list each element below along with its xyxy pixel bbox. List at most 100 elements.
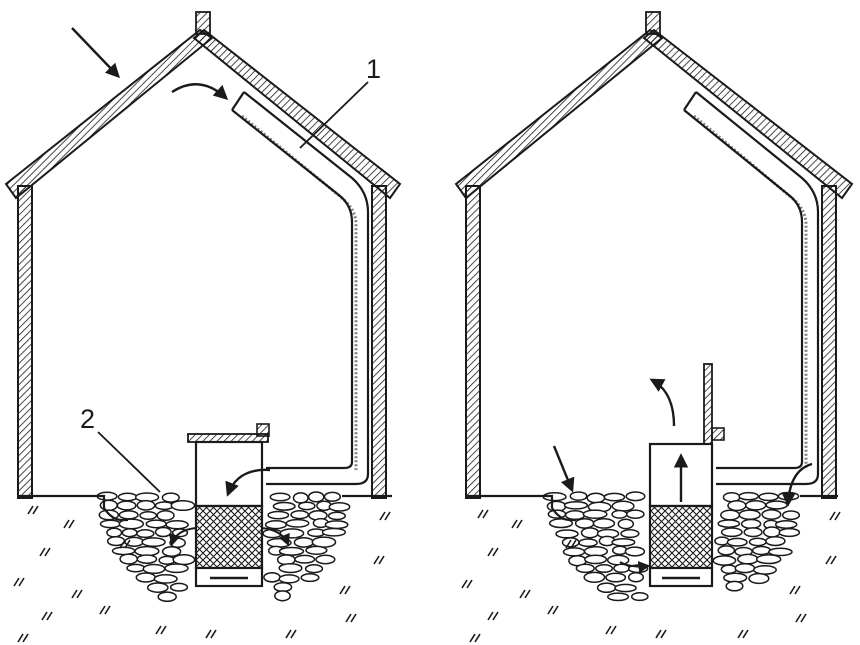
grass-stroke <box>830 555 837 565</box>
stone <box>584 554 608 565</box>
grass-stroke <box>477 509 484 519</box>
grass-stroke <box>825 555 832 565</box>
collector-duct-shading-right <box>693 114 808 470</box>
stone <box>311 536 337 548</box>
air-flow-arrow-top-exit <box>649 378 676 427</box>
grass-stroke <box>76 589 83 599</box>
stone <box>611 500 635 512</box>
stone <box>726 537 748 547</box>
stone <box>768 547 793 557</box>
stone <box>170 499 196 512</box>
grass-stroke <box>46 611 53 621</box>
stone <box>583 571 606 583</box>
grass-stroke <box>737 629 744 639</box>
stone <box>762 526 781 538</box>
stone <box>607 592 630 602</box>
grass-stroke <box>27 505 34 515</box>
collector-duct-top-cap-right <box>683 91 697 111</box>
stone <box>586 492 606 504</box>
stone <box>720 527 743 538</box>
stone <box>569 491 588 501</box>
stone <box>765 500 788 510</box>
grass-stroke <box>742 629 749 639</box>
roof-left-slope-right <box>454 28 664 200</box>
stone <box>141 537 166 548</box>
stone <box>324 520 349 530</box>
callout-label-1: 1 <box>366 54 381 84</box>
roof-right-slope-right <box>642 28 854 200</box>
stone <box>578 538 598 548</box>
stone <box>269 492 291 502</box>
stone <box>624 546 646 557</box>
stone-bed-left <box>96 491 351 603</box>
stone <box>119 553 139 565</box>
collector-duct-top-cap <box>231 91 245 111</box>
air-flow-arrow-right-down <box>781 462 813 507</box>
stone <box>753 564 777 575</box>
grass-stroke <box>68 519 75 529</box>
grass-stroke <box>461 579 468 589</box>
stone <box>136 529 155 539</box>
stone <box>592 518 616 529</box>
grass-stroke <box>41 611 48 621</box>
stone <box>727 499 747 512</box>
grass-stroke <box>789 585 796 595</box>
stone <box>169 582 189 592</box>
grass-stroke <box>339 585 346 595</box>
grass-stroke <box>373 555 380 565</box>
stone <box>126 563 146 573</box>
grass-stroke <box>524 589 531 599</box>
stone <box>614 583 637 593</box>
grass-stroke <box>795 613 802 623</box>
greenhouse-left: 1 2 <box>4 11 402 643</box>
stone <box>292 492 309 504</box>
grass-stroke <box>63 519 70 529</box>
grass-stroke <box>160 625 167 635</box>
roof-left-slope <box>4 28 214 200</box>
grass-stroke <box>32 505 39 515</box>
stone <box>323 491 342 502</box>
stone <box>99 519 122 529</box>
stone <box>305 545 328 555</box>
stone <box>165 520 189 530</box>
stone <box>738 509 761 521</box>
grass-stroke <box>285 629 292 639</box>
stone <box>274 590 291 602</box>
grass-stroke <box>378 555 385 565</box>
grass-stroke <box>605 625 612 635</box>
stone <box>156 509 175 522</box>
stone <box>603 492 626 502</box>
stone <box>564 510 586 521</box>
stone <box>164 563 189 574</box>
grass-stroke <box>155 625 162 635</box>
grass-stroke <box>570 539 577 549</box>
stone <box>321 527 347 537</box>
stone <box>737 553 759 565</box>
stone <box>136 554 158 564</box>
grass-right <box>461 509 841 643</box>
stone <box>157 591 177 603</box>
stone <box>717 519 741 528</box>
grass-stroke <box>487 611 494 621</box>
grass-stroke <box>469 633 476 643</box>
stone <box>748 572 770 585</box>
grass-stroke <box>610 625 617 635</box>
stone-bed-right <box>542 491 801 602</box>
stone <box>774 520 798 529</box>
lid-handle-right <box>711 427 725 441</box>
stone <box>580 527 600 539</box>
stone <box>154 501 174 511</box>
stone <box>263 571 281 583</box>
stone <box>627 571 645 583</box>
grass-stroke <box>519 589 526 599</box>
grass-stroke <box>71 589 78 599</box>
stone <box>582 509 608 520</box>
callout-label-2: 2 <box>80 404 95 434</box>
grass-stroke <box>474 633 481 643</box>
storage-box-mesh-left <box>194 504 264 570</box>
stone <box>106 527 123 538</box>
stone <box>116 500 137 511</box>
stone <box>717 545 736 556</box>
stone <box>712 555 737 566</box>
stone <box>145 519 167 529</box>
